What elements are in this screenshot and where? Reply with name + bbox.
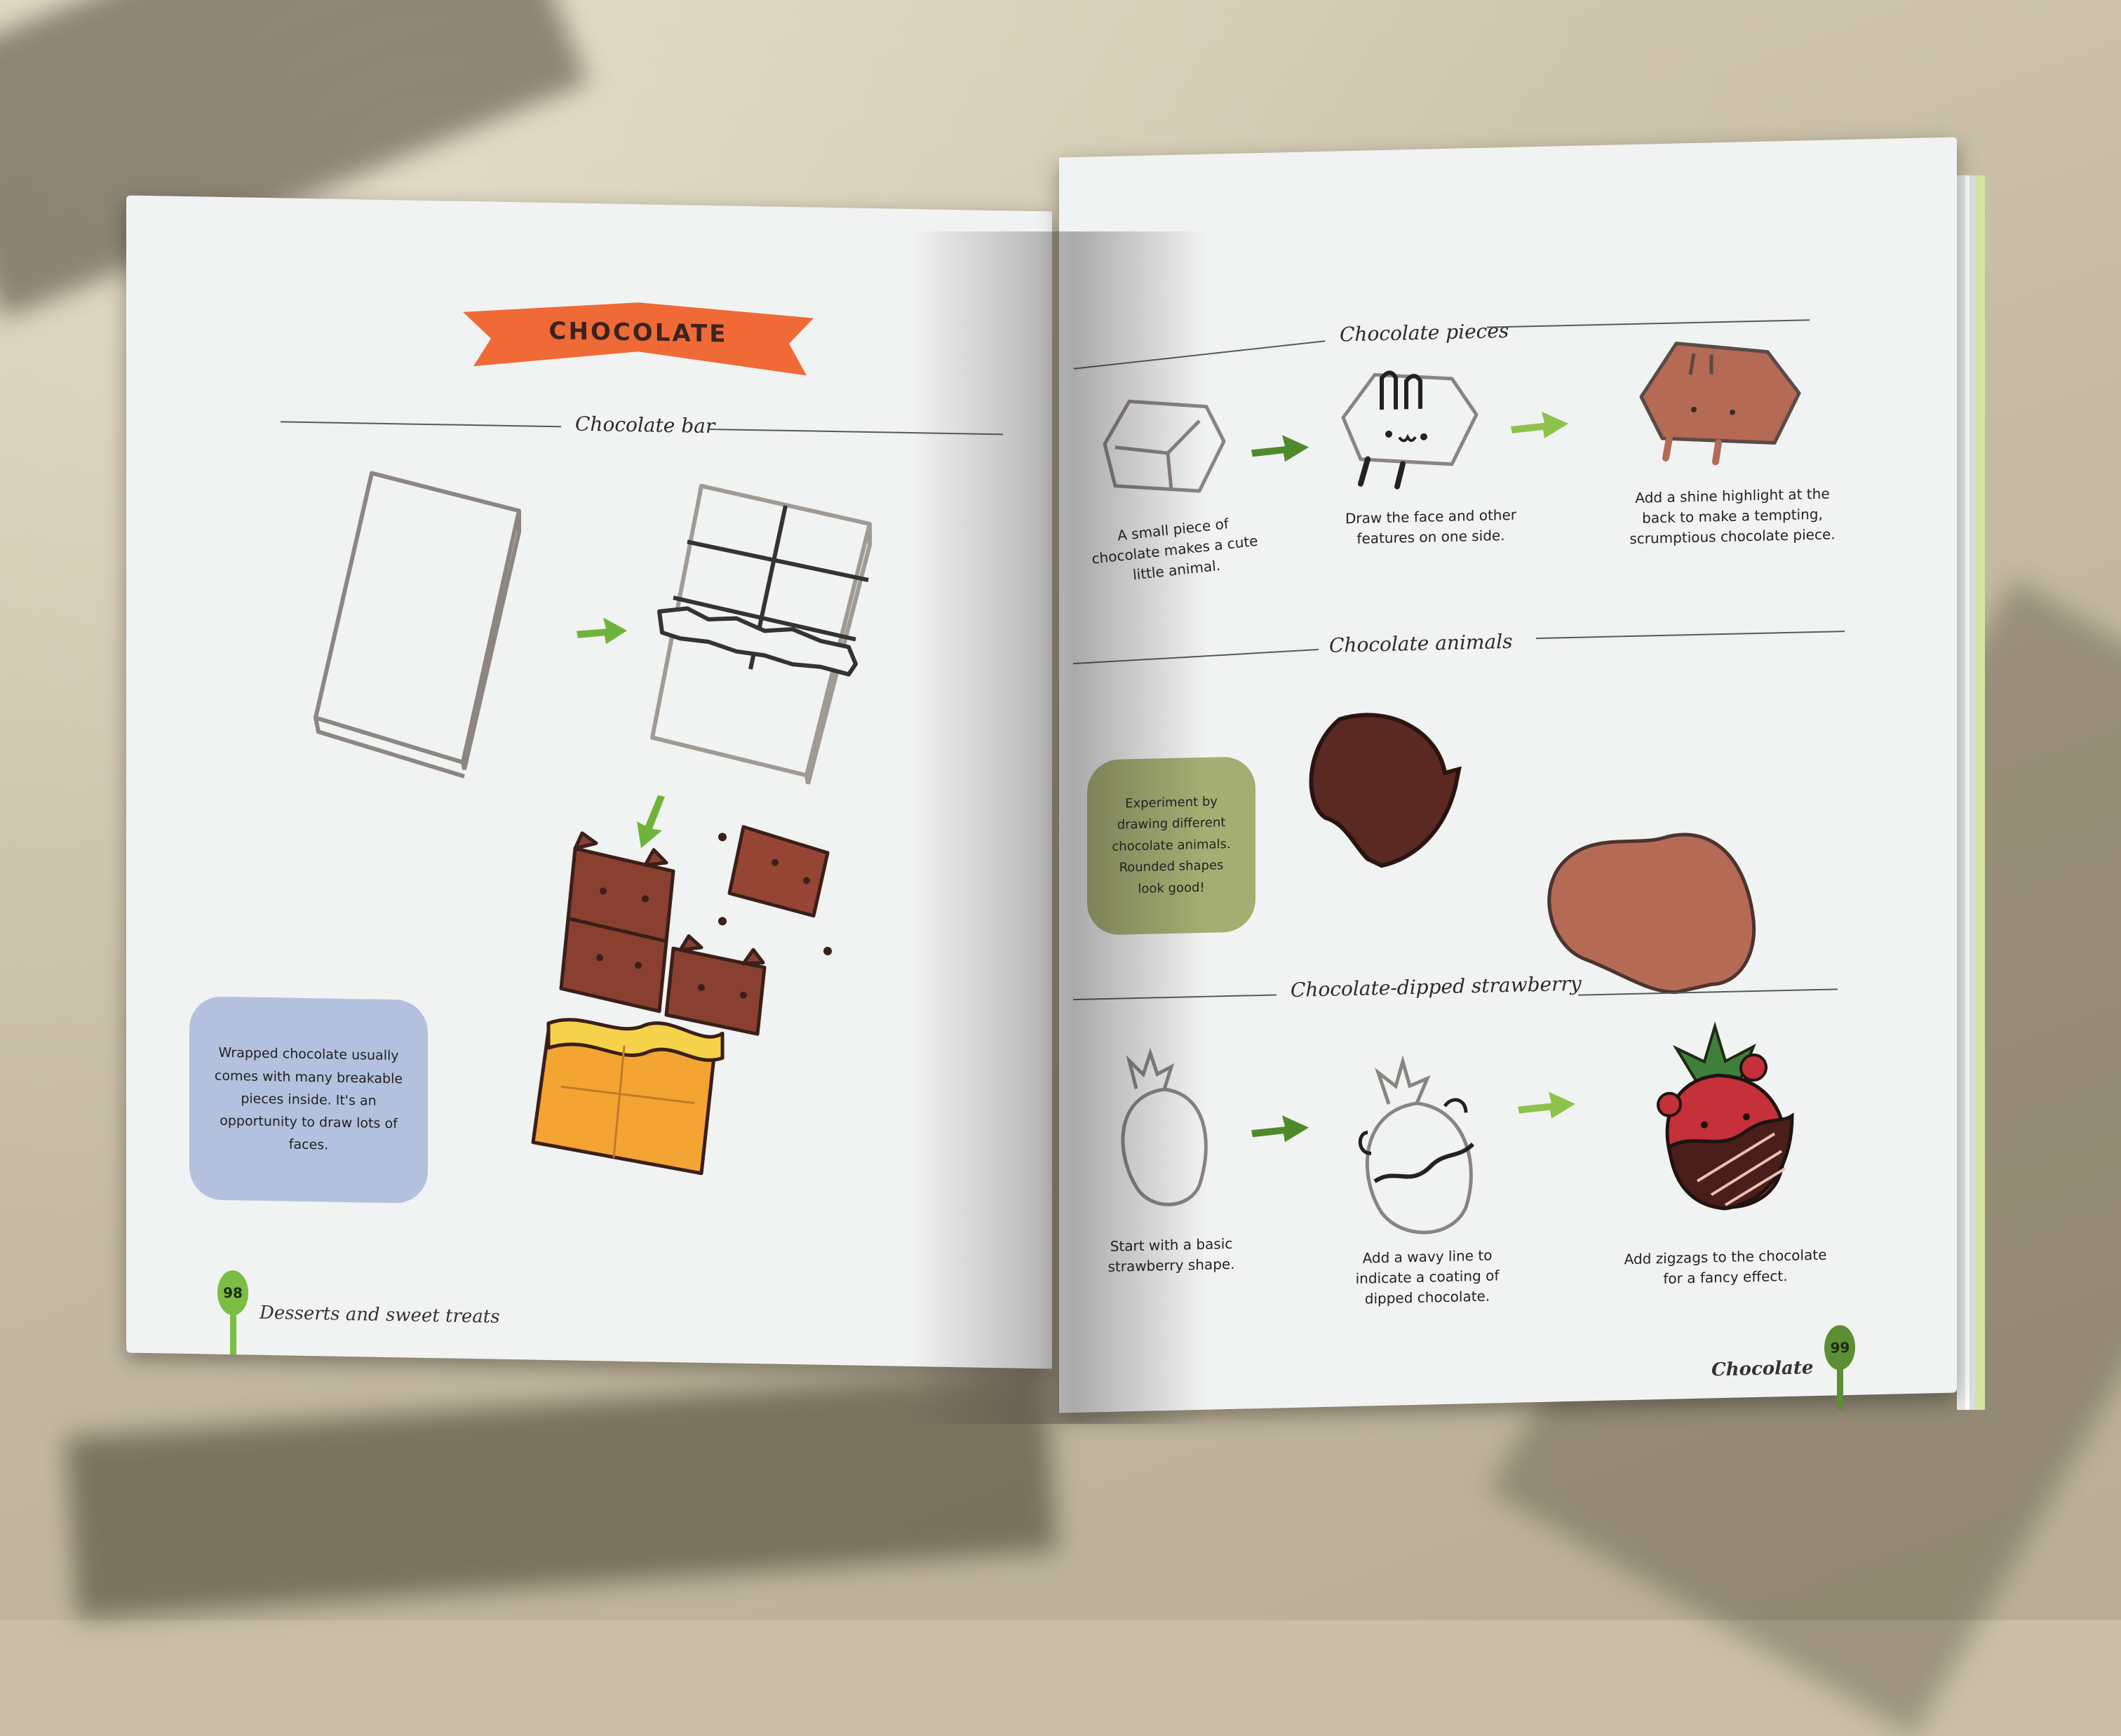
rule-right xyxy=(1487,319,1810,328)
section-title-chocolate-animals: Chocolate animals xyxy=(1329,629,1513,657)
chocolate-dipped-strawberry-illustration xyxy=(1657,1021,1794,1211)
step-caption: Add a shine highlight at the back to mak… xyxy=(1629,485,1836,548)
shiny-bunny-piece-illustration xyxy=(1639,342,1801,466)
page-edges xyxy=(1957,175,1985,1410)
page-number: 98 xyxy=(217,1270,248,1316)
arrow-right-icon xyxy=(1511,411,1568,438)
arrow-down-icon xyxy=(637,795,665,849)
chocolate-elephant-illustration xyxy=(1547,833,1756,995)
arrow-right-icon xyxy=(577,617,627,645)
left-page: CHOCOLATE Chocolate bar xyxy=(126,195,1052,1369)
gutter-shadow xyxy=(912,231,1206,1424)
tip-box-wrapped-chocolate: Wrapped chocolate usually comes with man… xyxy=(189,996,428,1204)
page-number: 99 xyxy=(1824,1324,1856,1371)
cat-chocolate-bar-illustration xyxy=(531,825,832,1176)
arrow-right-icon xyxy=(1251,1115,1309,1143)
arrow-right-icon xyxy=(1251,435,1309,462)
strawberry-outline-icon xyxy=(1121,1047,1208,1206)
arrow-right-icon xyxy=(1518,1091,1575,1119)
step-caption: Add a wavy line to indicate a coating of… xyxy=(1355,1246,1500,1307)
open-book: CHOCOLATE Chocolate bar xyxy=(126,137,1992,1452)
chocolate-hippo-illustration xyxy=(1309,713,1462,868)
running-head: Desserts and sweet treats xyxy=(260,1302,500,1328)
section-title-chocolate-pieces: Chocolate pieces xyxy=(1340,318,1509,346)
piece-outline-icon xyxy=(1103,399,1226,493)
section-title-chocolate-bar: Chocolate bar xyxy=(575,412,715,438)
wrapped-bar-outline-icon xyxy=(650,483,872,785)
folio-left: 98 Desserts and sweet treats xyxy=(217,1270,500,1359)
running-head: Chocolate xyxy=(1711,1357,1814,1381)
step-caption: Draw the face and other features on one … xyxy=(1345,506,1516,547)
bunny-piece-outline-icon xyxy=(1341,370,1479,490)
chapter-banner: CHOCOLATE xyxy=(463,300,814,376)
tip-text: Wrapped chocolate usually comes with man… xyxy=(214,1045,403,1153)
step-caption: Add zigzags to the chocolate for a fancy… xyxy=(1624,1246,1827,1287)
folio-right: Chocolate 99 xyxy=(1711,1324,1856,1413)
rule-right xyxy=(1536,631,1845,640)
rule-left xyxy=(281,421,561,428)
chapter-title: CHOCOLATE xyxy=(548,316,728,349)
spoon-icon: 98 xyxy=(217,1270,248,1355)
plain-bar-outline-icon xyxy=(314,471,521,779)
strawberry-wavy-line-icon xyxy=(1358,1055,1475,1234)
right-page: Chocolate pieces A small piece of chocol… xyxy=(1059,137,1957,1413)
spoon-icon: 99 xyxy=(1824,1324,1856,1410)
